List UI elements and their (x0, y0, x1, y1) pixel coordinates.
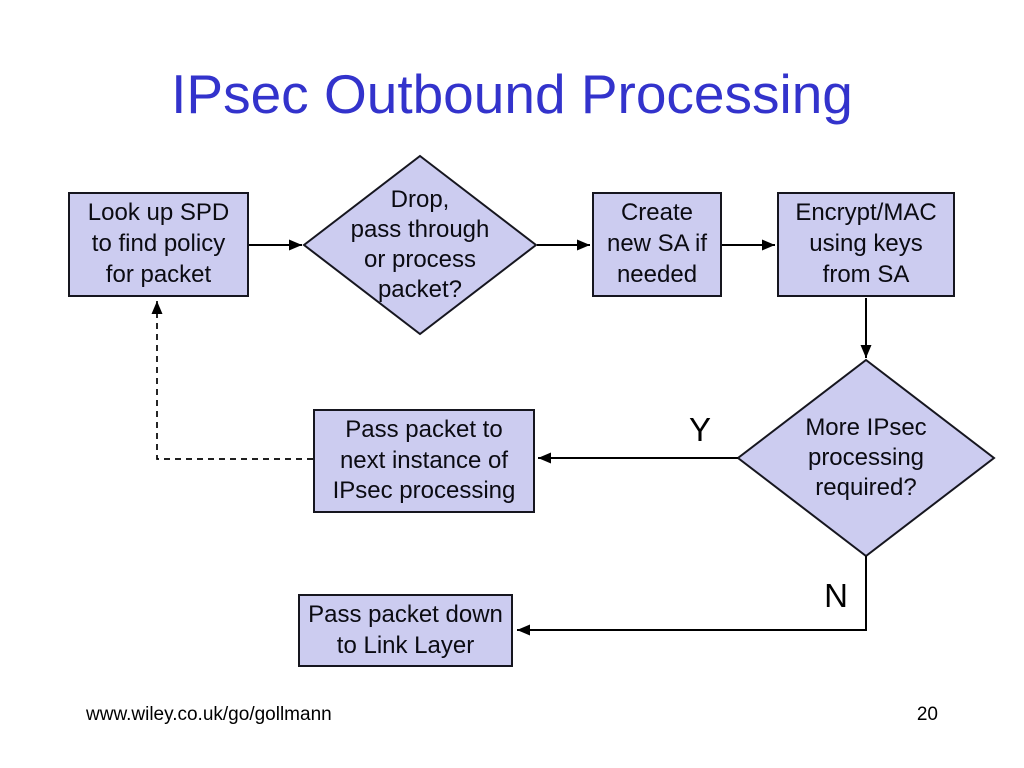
decision-diamond-more-ipsec (736, 358, 996, 558)
node-create-sa: Create new SA if needed (592, 192, 722, 297)
decision-diamond-drop (302, 154, 538, 336)
slide-title: IPsec Outbound Processing (171, 63, 853, 125)
node-pass-down: Pass packet down to Link Layer (298, 594, 513, 667)
node-lookup-spd: Look up SPD to find policy for packet (68, 192, 249, 297)
node-encrypt-mac: Encrypt/MAC using keys from SA (777, 192, 955, 297)
footer-url: www.wiley.co.uk/go/gollmann (86, 704, 332, 725)
node-pass-next: Pass packet to next instance of IPsec pr… (313, 409, 535, 513)
branch-label-no: N (824, 577, 848, 614)
branch-label-yes: Y (688, 411, 711, 448)
footer-page-number: 20 (916, 704, 938, 725)
edge-more-no-to-pass-down (517, 556, 867, 636)
edge-pass-next-to-lookup-dashed (151, 301, 313, 460)
